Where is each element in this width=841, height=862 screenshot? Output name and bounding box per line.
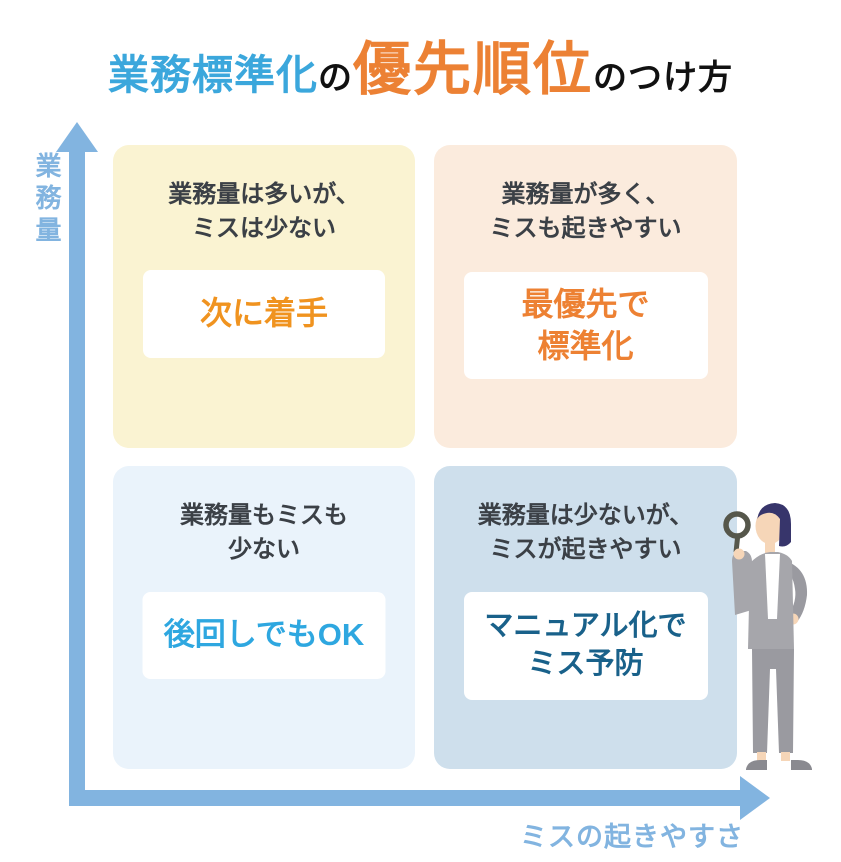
title-segment-blue: 業務標準化 xyxy=(107,52,318,98)
person-face xyxy=(755,508,785,544)
person-raised-arm xyxy=(732,551,755,615)
quadrant-description: 業務量は少ないが、 ミスが起きやすい xyxy=(477,502,694,564)
quadrant-high-volume-low-error: 業務量は多いが、 ミスは少ない 次に着手 xyxy=(113,145,415,448)
quadrant-description: 業務量が多く、 ミスも起きやすい xyxy=(489,181,682,243)
title-segment-orange: 優先順位 xyxy=(352,37,593,102)
person-illustration xyxy=(723,503,812,770)
quadrant-low-volume-high-error: 業務量は少ないが、 ミスが起きやすい マニュアル化で ミス予防 xyxy=(434,466,737,769)
person-hand-magnifier xyxy=(733,548,745,560)
title-segment-tail: のつけ方 xyxy=(593,59,733,97)
magnifying-glass-handle-icon xyxy=(733,536,741,553)
person-arm-on-hip xyxy=(782,561,808,622)
y-axis-arrow xyxy=(69,150,85,806)
person-pants xyxy=(752,649,794,753)
person-neck xyxy=(765,539,775,555)
quadrant-action-label: 後回しでもOK xyxy=(163,617,365,653)
quadrant-description: 業務量は多いが、 ミスは少ない xyxy=(168,181,360,243)
quadrant-action-label: マニュアル化で ミス予防 xyxy=(484,610,687,680)
person-hair xyxy=(757,503,791,547)
person-ankle xyxy=(781,752,790,761)
x-axis-label: ミスの起きやすさ xyxy=(520,822,744,852)
quadrant-low-volume-low-error: 業務量もミスも 少ない 後回しでもOK xyxy=(113,466,415,769)
person-shoe xyxy=(746,760,767,770)
person-shirt xyxy=(765,554,780,619)
person-shoe xyxy=(791,760,812,770)
title-segment-no: の xyxy=(317,59,353,97)
quadrant-action-card: 次に着手 xyxy=(143,270,385,358)
quadrant-action-label: 次に着手 xyxy=(199,295,328,332)
page-title: 業務標準化 の 優先順位 のつけ方 xyxy=(0,22,841,102)
quadrant-action-card: マニュアル化で ミス予防 xyxy=(463,592,708,700)
quadrant-description: 業務量もミスも 少ない xyxy=(180,502,348,564)
y-axis-label: 業務量 xyxy=(32,152,62,248)
x-axis-arrowhead-icon xyxy=(740,776,770,820)
quadrant-action-label: 最優先で 標準化 xyxy=(521,285,650,364)
person-ankle xyxy=(757,752,766,761)
quadrant-high-volume-high-error: 業務量が多く、 ミスも起きやすい 最優先で 標準化 xyxy=(434,145,737,448)
quadrant-action-card: 最優先で 標準化 xyxy=(463,272,708,379)
x-axis-arrow xyxy=(69,790,741,806)
quadrant-action-card: 後回しでもOK xyxy=(142,592,386,679)
y-axis-arrowhead-icon xyxy=(56,122,98,152)
magnifying-glass-icon xyxy=(723,511,751,539)
